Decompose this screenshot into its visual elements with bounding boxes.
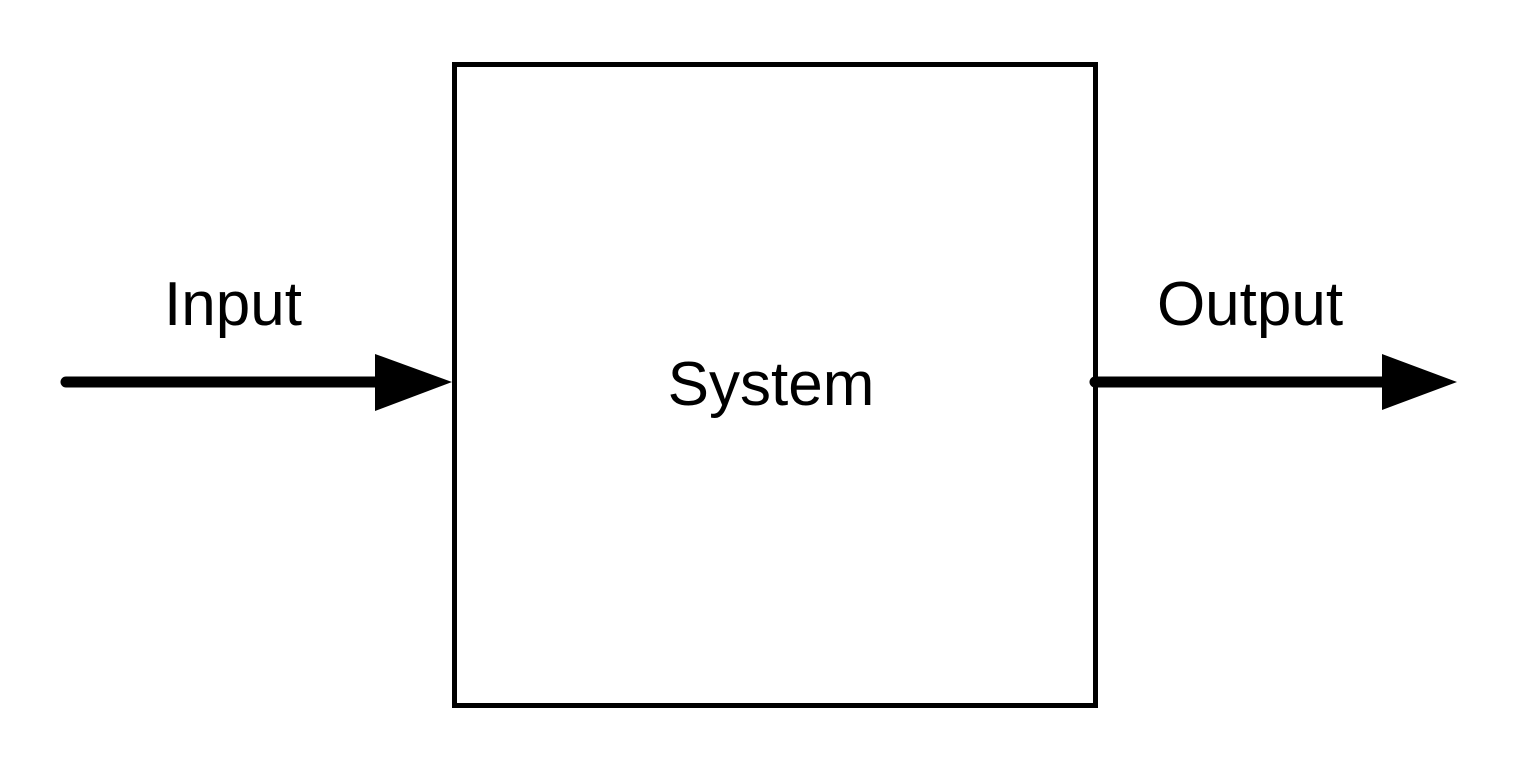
input-label: Input [164,270,302,339]
output-arrow [1089,354,1457,410]
output-label: Output [1157,270,1343,339]
system-block-label: System [668,350,875,419]
system-block: System [452,62,1098,708]
system-block-rect [452,62,1098,708]
input-arrow [60,354,452,411]
output-arrow-head-icon [1382,354,1457,410]
input-arrow-head-icon [375,354,452,411]
